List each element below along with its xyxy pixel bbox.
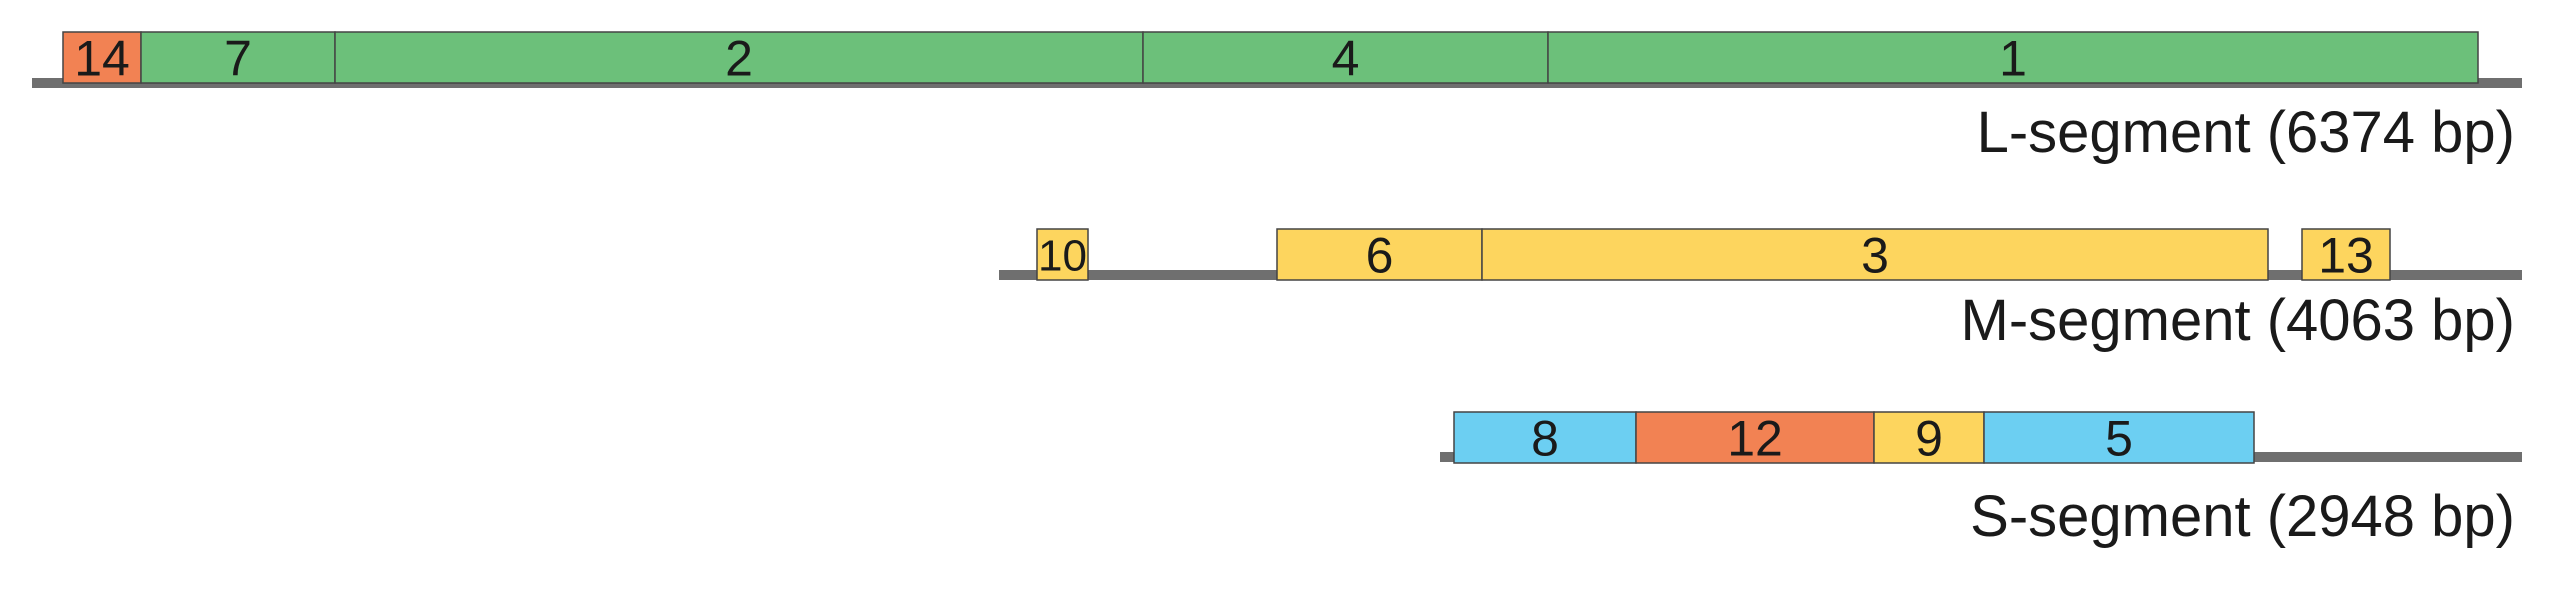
gene-label: 8: [1531, 411, 1559, 467]
gene-label: 13: [2318, 228, 2374, 284]
segment-2: 10 6 3 13M-segment (4063 bp): [999, 228, 2522, 353]
gene-rect: [2301, 228, 2391, 281]
gene-box-13: 13: [2301, 228, 2391, 284]
gene-label: 3: [1861, 228, 1889, 284]
gene-box-3: 3: [1481, 228, 2269, 284]
gene-rect: [1635, 411, 1875, 464]
gene-box-4: 4: [1142, 31, 1549, 87]
segment-3: 8 12 9 5S-segment (2948 bp): [1440, 411, 2522, 549]
gene-box-10: 10: [1036, 228, 1089, 281]
gene-label: 14: [74, 31, 130, 87]
gene-box-5: 5: [1983, 411, 2255, 467]
gene-rect: [62, 31, 142, 84]
gene-rect: [1453, 411, 1637, 464]
gene-label: 2: [725, 31, 753, 87]
gene-rect: [1481, 228, 2269, 281]
gene-rect: [140, 31, 336, 84]
gene-box-6: 6: [1276, 228, 1483, 284]
gene-box-12: 12: [1635, 411, 1875, 467]
gene-box-1: 1: [1547, 31, 2479, 87]
gene-box-2: 2: [334, 31, 1144, 87]
gene-label: 7: [224, 31, 252, 87]
segment-1: 14 7 2 4 1L-segment (6374 bp): [32, 31, 2522, 165]
gene-rect: [1983, 411, 2255, 464]
gene-label: 9: [1915, 411, 1943, 467]
gene-rect: [1547, 31, 2479, 84]
gene-label: 5: [2105, 411, 2133, 467]
gene-rect: [1142, 31, 1549, 84]
gene-label: 10: [1038, 231, 1087, 280]
gene-box-14: 14: [62, 31, 142, 87]
gene-label: 6: [1366, 228, 1394, 284]
gene-label: 4: [1332, 31, 1360, 87]
segments-layer: 14 7 2 4 1L-segment (6374 bp) 10 6 3 13M-segment…: [32, 31, 2522, 549]
gene-rect: [1036, 228, 1089, 281]
gene-label: 12: [1727, 411, 1783, 467]
gene-box-9: 9: [1873, 411, 1985, 467]
segment-name-label: L-segment (6374 bp): [1977, 100, 2515, 165]
segment-name-label: S-segment (2948 bp): [1970, 484, 2515, 549]
segment-name-label: M-segment (4063 bp): [1961, 288, 2515, 353]
gene-box-7: 7: [140, 31, 336, 87]
gene-label: 1: [1999, 31, 2027, 87]
gene-rect: [1276, 228, 1483, 281]
gene-box-8: 8: [1453, 411, 1637, 467]
